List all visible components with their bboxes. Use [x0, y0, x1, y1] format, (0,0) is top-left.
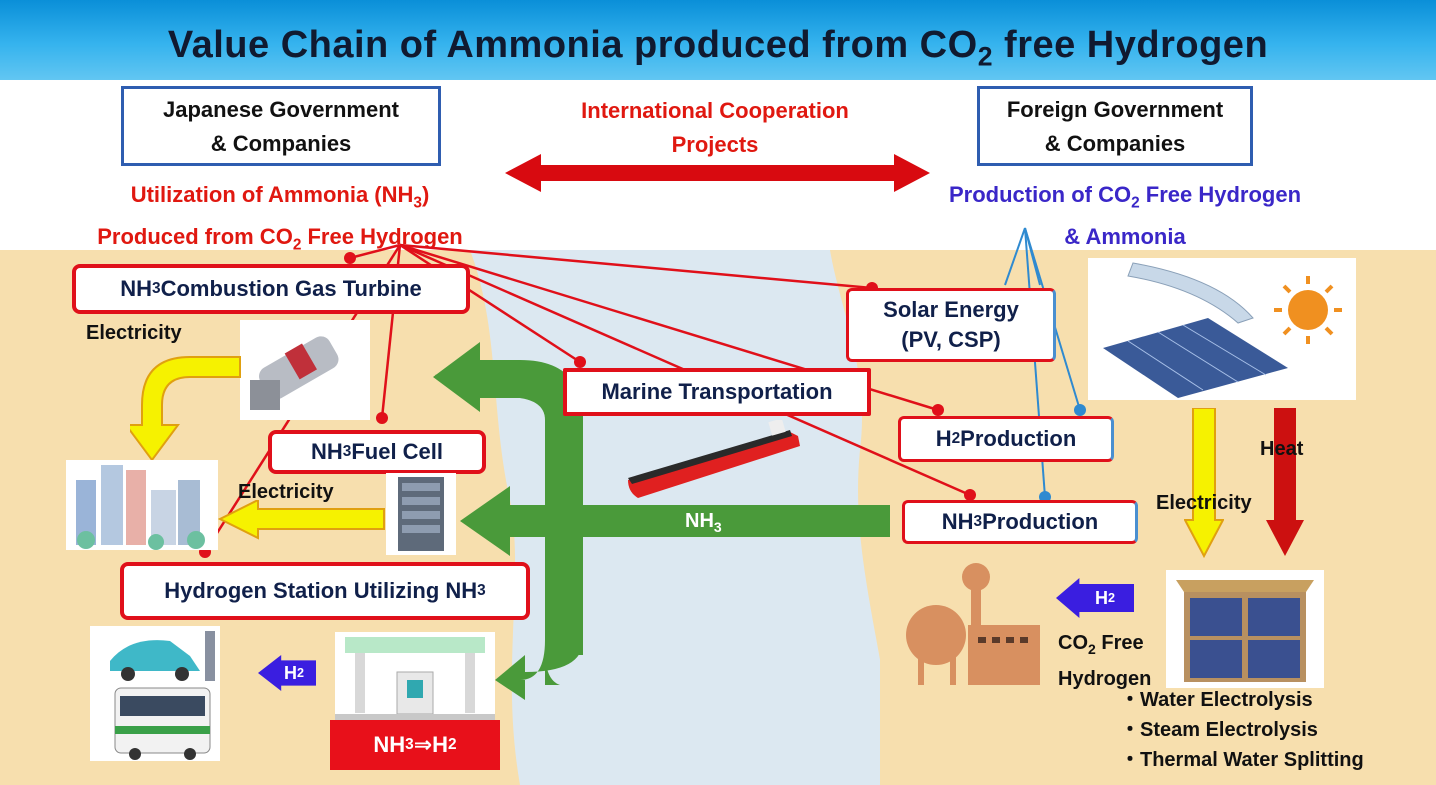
solar-panels-icon: [1103, 262, 1342, 398]
foreign-government-line2: & Companies: [1044, 131, 1186, 156]
tanker-ship-icon: [628, 420, 800, 498]
marine-transportation-box: Marine Transportation: [563, 368, 871, 416]
cooperation-line1: International Cooperation: [581, 98, 849, 123]
electrolyzer-icon: [1176, 580, 1314, 682]
utilization-line2: Produced from CO2 Free Hydrogen: [97, 224, 463, 254]
production-header-line1: Production of CO2 Free Hydrogen: [948, 182, 1302, 212]
gas-turbine-image: [240, 320, 370, 420]
japanese-government-box: Japanese Government & Companies: [121, 86, 441, 166]
electricity-label-3: Electricity: [1156, 492, 1252, 514]
electricity-arrow-2: [218, 500, 385, 540]
electrolyzer-image: [1166, 570, 1324, 688]
co2-free-line2: Hydrogen: [1058, 668, 1152, 690]
co2-free-hydrogen-label: CO2 Free Hydrogen: [1058, 628, 1151, 694]
japanese-government-line2: & Companies: [210, 131, 352, 156]
fuel-cell-icon: [398, 477, 444, 551]
factory-icon: [906, 563, 1040, 685]
page-title: Value Chain of Ammonia produced from CO2…: [167, 24, 1269, 72]
cooperation-double-arrow: [505, 154, 930, 192]
vehicles-icon: [110, 631, 215, 760]
heat-arrow: [1266, 408, 1304, 556]
city-icon: [76, 465, 205, 550]
solar-energy-line1: Solar Energy: [883, 297, 1019, 322]
cooperation-line2: Projects: [671, 132, 759, 157]
method-item: ・Water Electrolysis: [1120, 689, 1313, 711]
city-buildings-image: [66, 460, 218, 550]
electricity-label-2: Electricity: [238, 481, 334, 503]
japanese-government-line1: Japanese Government: [163, 97, 399, 122]
utilization-label: Utilization of Ammonia (NH3) Produced fr…: [40, 178, 520, 263]
method-item: ・Thermal Water Splitting: [1120, 749, 1364, 771]
production-methods-list: ・Water Electrolysis ・Steam Electrolysis …: [1120, 685, 1364, 775]
electricity-arrow-1: [130, 356, 241, 462]
solar-energy-box: Solar Energy (PV, CSP): [846, 288, 1056, 362]
turbine-icon: [250, 336, 339, 410]
ammonia-plant-image: [898, 555, 1050, 690]
method-item: ・Steam Electrolysis: [1120, 719, 1318, 741]
nh3-flow-label: NH3: [685, 510, 722, 535]
foreign-government-box: Foreign Government & Companies: [977, 86, 1253, 166]
solar-image: [1088, 258, 1356, 400]
production-header-label: Production of CO2 Free Hydrogen & Ammoni…: [905, 178, 1345, 254]
utilization-line1: Utilization of Ammonia (NH3): [130, 182, 430, 212]
heat-label: Heat: [1260, 438, 1304, 460]
production-header-line2: & Ammonia: [1064, 224, 1186, 250]
international-cooperation-label: International Cooperation Projects: [540, 94, 890, 162]
fuel-cell-image: [386, 473, 456, 555]
solar-energy-line2: (PV, CSP): [901, 327, 1001, 352]
foreign-government-line1: Foreign Government: [1006, 97, 1224, 122]
co2-free-line1: CO2 Free: [1058, 632, 1144, 657]
hydrogen-station-image: [335, 632, 495, 720]
title-bar: [0, 0, 1436, 80]
vehicles-image: [90, 626, 220, 761]
electricity-label-1: Electricity: [86, 322, 182, 344]
gas-station-icon: [335, 637, 495, 720]
electricity-arrow-3: [1184, 408, 1224, 558]
